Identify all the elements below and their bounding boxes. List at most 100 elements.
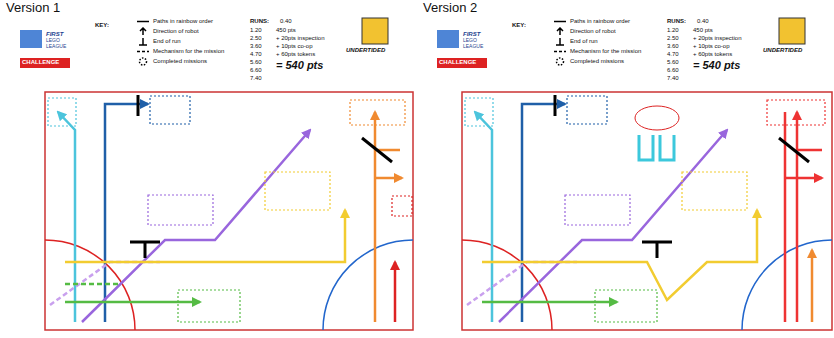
cyan-u-mechanism: [639, 135, 674, 160]
legend-text: Mechanism for the mission: [153, 48, 224, 55]
points-line: + 10pts co-op: [276, 43, 313, 50]
end-mark: [642, 242, 672, 258]
points-line: + 60pts tokens: [276, 51, 315, 58]
legend-symbol-shape: [139, 38, 147, 45]
mission-box: [682, 172, 747, 210]
end-mark: [137, 95, 140, 116]
field-version-1: [20, 18, 413, 330]
legend-symbol: [136, 27, 150, 36]
mission-box: [567, 96, 607, 124]
key-heading: KEY:: [95, 22, 109, 29]
runs-heading: RUNS:: [250, 18, 269, 25]
run-value: 0.40: [697, 18, 709, 25]
field-border: [45, 92, 413, 330]
logo-band-text: CHALLENGE: [22, 59, 59, 66]
team-logo: [362, 18, 388, 44]
red-path: [394, 262, 397, 322]
run-value: 1.20: [250, 27, 262, 34]
run-value: 2.50: [250, 35, 262, 42]
legend-symbol-shape: [557, 58, 564, 65]
mission-box: [150, 96, 190, 124]
run-value: 2.50: [667, 35, 679, 42]
run-value: 5.60: [250, 59, 262, 66]
legend-symbol-shape: [137, 51, 149, 53]
run-value: 4.70: [250, 51, 262, 58]
points-line: 450 pts: [276, 27, 296, 34]
legend-symbol-shape: [554, 51, 566, 53]
run-value: 7.40: [250, 75, 262, 82]
mission-box: [565, 195, 630, 225]
team-name: UNDERTIDED: [763, 47, 802, 54]
red-home-arc: [462, 240, 552, 330]
runs-heading: RUNS:: [667, 18, 686, 25]
logo-text: FIRST: [46, 31, 63, 38]
legend-text: Paths in rainbow order: [153, 18, 213, 25]
legend-symbol: [136, 47, 150, 56]
legend-symbol: [553, 57, 567, 66]
mission-box: [465, 98, 493, 126]
legend-symbol-shape: [140, 58, 147, 65]
mission-box: [265, 172, 330, 210]
legend-text: Direction of robot: [153, 28, 199, 35]
points-total: = 540 pts: [276, 59, 323, 71]
end-mark: [779, 138, 809, 162]
red-home-arc: [45, 240, 135, 330]
legend-symbol: [553, 37, 567, 46]
legend-text: End of run: [570, 38, 598, 45]
first-logo-mark: [20, 30, 42, 48]
logo-text: FIRST: [463, 31, 480, 38]
challenge-band: [20, 58, 70, 68]
logo-text: LEGO: [463, 38, 477, 44]
purple-path: [499, 130, 727, 322]
red-branch: [785, 150, 822, 178]
logo-band-text: CHALLENGE: [439, 59, 476, 66]
purple-path: [82, 130, 310, 322]
mission-box: [178, 290, 240, 322]
field-version-2: [437, 18, 832, 330]
run-value: 3.60: [250, 43, 262, 50]
version-heading: Version 1: [6, 1, 60, 15]
run-value: 4.70: [667, 51, 679, 58]
purple-mechanism: [50, 262, 160, 305]
run-value: 3.60: [667, 43, 679, 50]
legend-text: Completed missions: [570, 58, 624, 65]
legend-text: Mechanism for the mission: [570, 48, 641, 55]
legend-symbol-shape: [137, 21, 149, 23]
points-total: = 540 pts: [693, 59, 740, 71]
run-value: 0.40: [280, 18, 292, 25]
logo-text: LEGO: [46, 38, 60, 44]
blue-path: [105, 104, 148, 322]
green-mechanism: [65, 283, 120, 286]
points-line: + 20pts inspection: [693, 35, 742, 42]
key-heading: KEY:: [512, 22, 526, 29]
mission-box: [48, 98, 76, 126]
legend-text: Paths in rainbow order: [570, 18, 630, 25]
orange-path: [811, 250, 814, 322]
yellow-path: [65, 210, 345, 262]
run-value: 7.40: [667, 75, 679, 82]
green-path: [65, 301, 200, 304]
points-line: + 10pts co-op: [693, 43, 730, 50]
legend-symbol: [553, 27, 567, 36]
blue-home-arc: [323, 240, 413, 330]
end-mark: [362, 138, 392, 162]
team-name: UNDERTIDED: [346, 47, 385, 54]
legend-text: Direction of robot: [570, 28, 616, 35]
legend-text: End of run: [153, 38, 181, 45]
mission-box: [350, 100, 405, 125]
legend-symbol-shape: [557, 28, 563, 35]
first-logo-mark: [437, 30, 459, 48]
run-value: 6.60: [250, 67, 262, 74]
legend-text: Completed missions: [153, 58, 207, 65]
mission-box: [148, 195, 213, 225]
legend-symbol: [553, 47, 567, 56]
mission-box: [595, 290, 657, 322]
orange-branch: [375, 150, 402, 178]
yellow-path: [482, 210, 757, 300]
blue-home-arc: [742, 240, 832, 330]
logo-text: LEAGUE: [463, 44, 483, 50]
legend-symbol-shape: [556, 38, 564, 45]
run-value: 5.60: [667, 59, 679, 66]
mission-box: [392, 196, 412, 216]
